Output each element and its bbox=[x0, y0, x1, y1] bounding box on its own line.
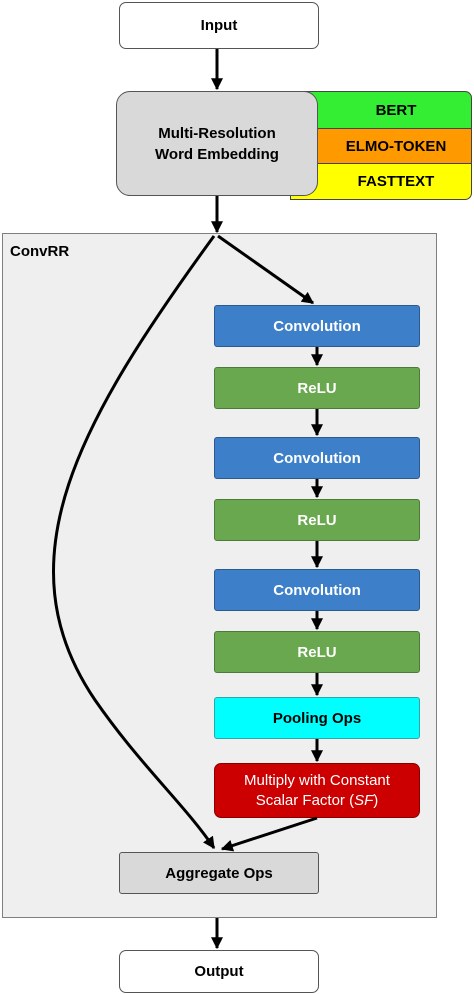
convrr-label: ConvRR bbox=[10, 243, 70, 260]
pooling-block: Pooling Ops bbox=[214, 697, 420, 739]
arrow-split-to-convolution bbox=[217, 234, 314, 305]
convolution-block-1: Convolution bbox=[214, 305, 420, 347]
input-label: Input bbox=[200, 17, 238, 34]
aggregate-label: Aggregate Ops bbox=[165, 864, 273, 882]
pooling-block-label: Pooling Ops bbox=[272, 709, 362, 727]
embedding-label-line1: Multi-Resolution bbox=[158, 124, 276, 142]
multiply-label-line1: Multiply with Constant bbox=[244, 771, 390, 789]
arrow-multiply-to-aggregate bbox=[220, 816, 318, 852]
convolution-block-1-label: Convolution bbox=[273, 317, 361, 335]
embedding-node: Multi-Resolution Word Embedding bbox=[116, 91, 318, 196]
convolution-block-3: Convolution bbox=[214, 569, 420, 611]
embedding-label-line2: Word Embedding bbox=[155, 145, 279, 163]
convolution-block-2: Convolution bbox=[214, 437, 420, 479]
embedding-fasttext-label: FASTTEXT bbox=[357, 173, 435, 190]
input-node: Input bbox=[119, 2, 319, 49]
skip-connection-curve bbox=[52, 235, 216, 849]
embedding-elmo-token-label: ELMO-TOKEN bbox=[345, 137, 447, 155]
output-node: Output bbox=[119, 950, 319, 993]
relu-block-2-label: ReLU bbox=[297, 511, 337, 529]
embedding-bert-label: BERT bbox=[375, 101, 417, 119]
convolution-block-3-label: Convolution bbox=[273, 581, 361, 599]
multiply-block: Multiply with Constant Scalar Factor (SF… bbox=[214, 763, 420, 818]
aggregate-node: Aggregate Ops bbox=[119, 852, 319, 894]
relu-block-2: ReLU bbox=[214, 499, 420, 541]
embedding-bert: BERT bbox=[290, 91, 472, 129]
multiply-label-line2: Scalar Factor (SF) bbox=[255, 791, 379, 809]
relu-block-3-label: ReLU bbox=[297, 643, 337, 661]
convolution-block-2-label: Convolution bbox=[273, 449, 361, 467]
embedding-fasttext: FASTTEXT bbox=[290, 163, 472, 200]
relu-block-3: ReLU bbox=[214, 631, 420, 673]
output-label: Output bbox=[194, 963, 244, 980]
relu-block-1: ReLU bbox=[214, 367, 420, 409]
relu-block-1-label: ReLU bbox=[297, 379, 337, 397]
